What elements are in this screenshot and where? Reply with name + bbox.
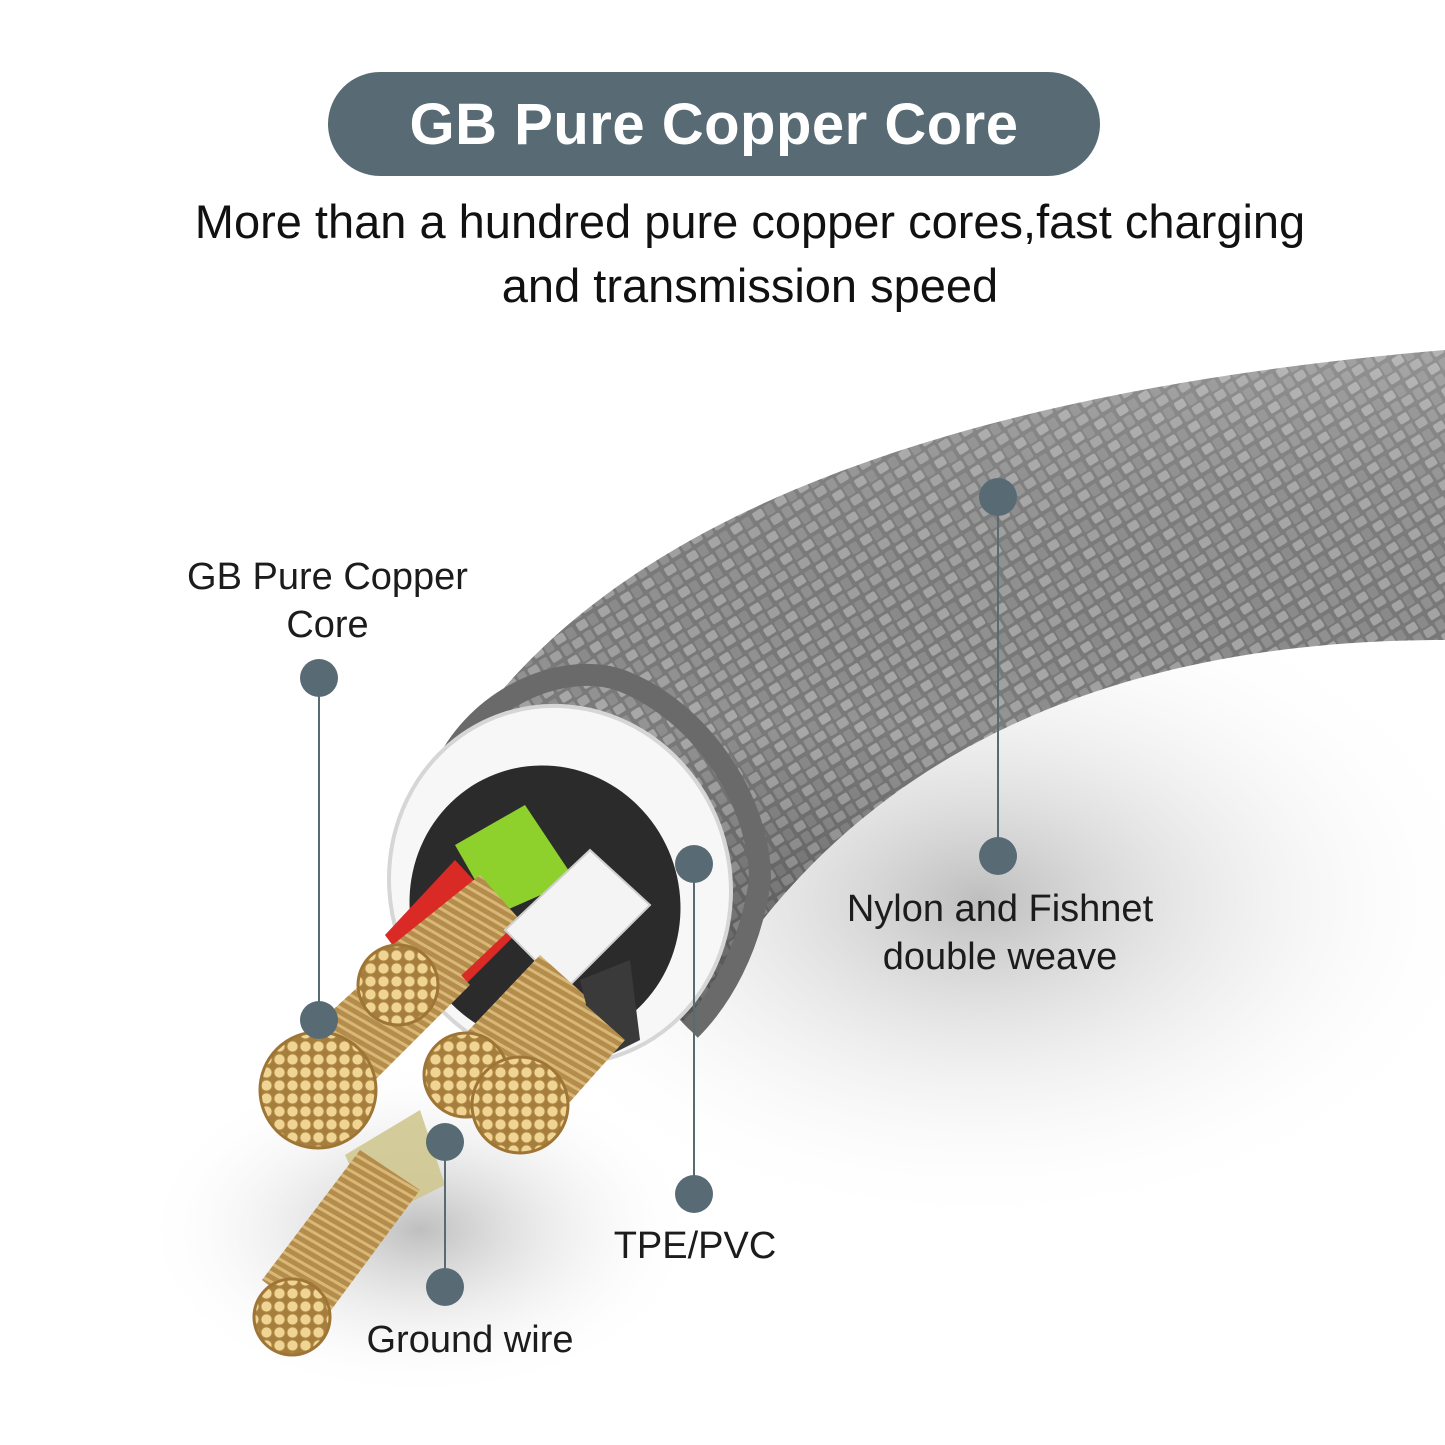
page-title: GB Pure Copper Core xyxy=(409,91,1019,157)
label-ground-wire: Ground wire xyxy=(366,1319,574,1361)
callout-dot xyxy=(300,1001,338,1039)
callout-nylon xyxy=(979,478,1017,875)
callout-dot xyxy=(675,845,713,883)
copper-strands-end xyxy=(252,1277,332,1357)
callout-dot xyxy=(675,1175,713,1213)
callout-dot xyxy=(979,837,1017,875)
callout-ground xyxy=(426,1123,464,1306)
label-nylon-weave: Nylon and Fishnet double weave xyxy=(846,888,1154,978)
copper-strands-end xyxy=(258,1030,378,1150)
callout-dot xyxy=(426,1123,464,1161)
callout-tpe xyxy=(675,845,713,1213)
label-tpe-pvc: TPE/PVC xyxy=(613,1225,777,1267)
callout-dot xyxy=(979,478,1017,516)
title-banner: GB Pure Copper Core xyxy=(328,72,1100,176)
ground-wire xyxy=(252,1110,445,1357)
label-copper-core: GB Pure Copper Core xyxy=(187,556,468,646)
page-subtitle: More than a hundred pure copper cores,fa… xyxy=(194,195,1306,312)
copper-strands-end xyxy=(356,943,440,1027)
callout-dot xyxy=(426,1268,464,1306)
black-wire xyxy=(470,960,640,1155)
copper-strands-end xyxy=(470,1055,570,1155)
callout-dot xyxy=(300,659,338,697)
green-wire xyxy=(356,805,575,1027)
callout-copper xyxy=(300,659,338,1039)
